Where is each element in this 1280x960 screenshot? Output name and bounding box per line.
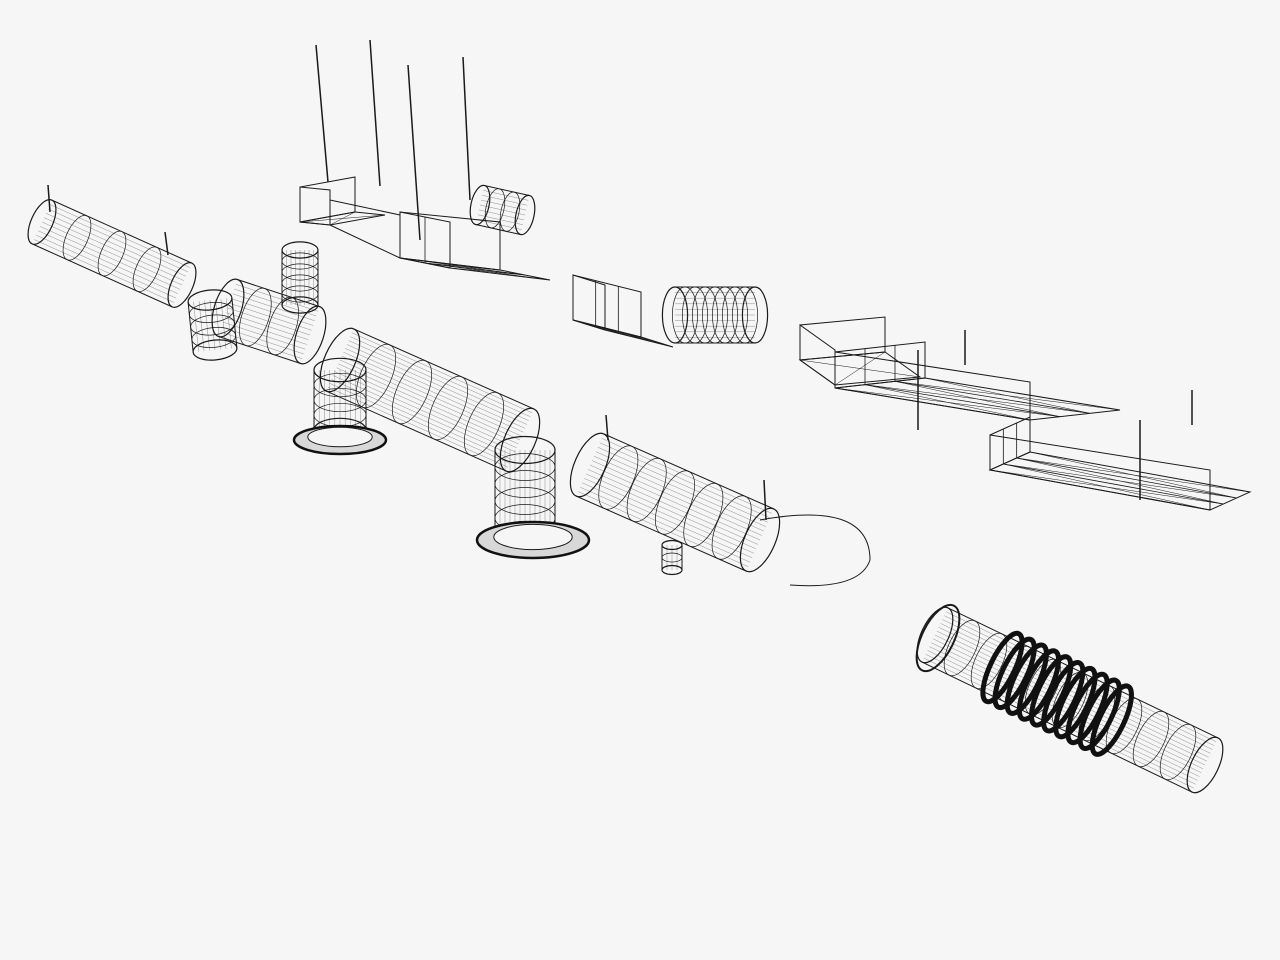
round-duct-with-hangers <box>27 184 197 308</box>
hanging-rods <box>315 39 471 241</box>
round-duct-elbow <box>187 278 327 365</box>
flexible-bellows-duct <box>915 603 1224 794</box>
rectangular-duct-with-transition <box>281 176 551 314</box>
rectangular-duct-branch-with-hangers <box>798 316 1252 511</box>
round-duct-with-elbow-and-tee <box>569 414 871 587</box>
round-duct-double-elbow-with-flanges <box>292 327 591 560</box>
rectangular-duct-segment-with-elbow <box>572 274 769 348</box>
